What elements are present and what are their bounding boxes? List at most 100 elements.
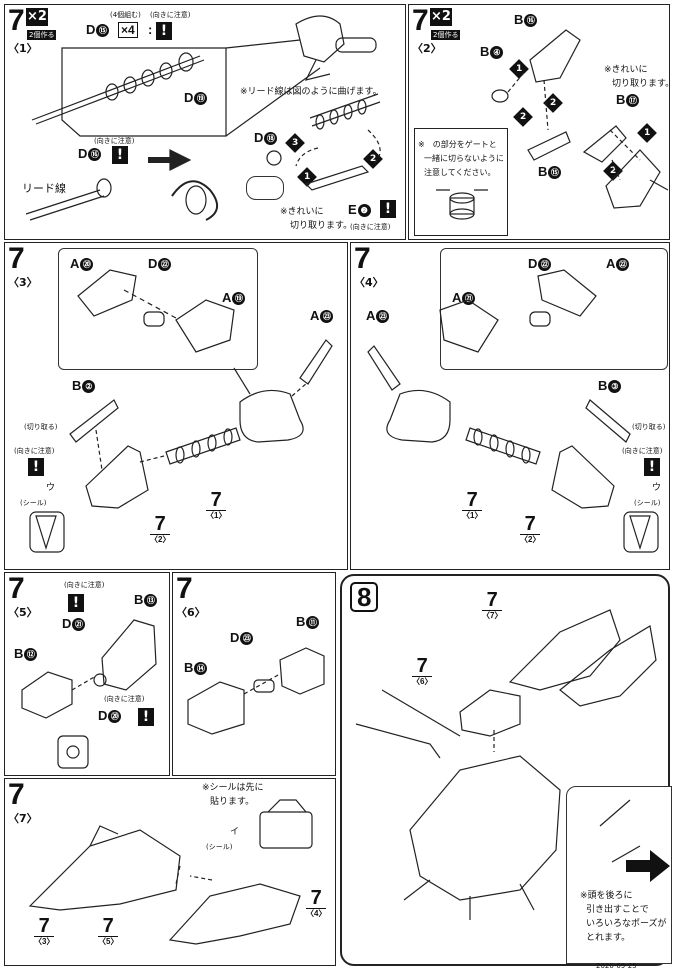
- part-a20: [77, 269, 137, 317]
- pose-note-3: いろいろなポーズが: [586, 919, 667, 929]
- wing-7-4: [551, 445, 615, 509]
- direction-label: (向きに注意): [14, 447, 55, 455]
- caution-icon-3: !: [380, 200, 396, 218]
- part-b11: [279, 647, 325, 695]
- ref-7-5: 7〈5〉: [98, 915, 119, 946]
- ref-7-3: 7〈3〉: [34, 915, 55, 946]
- arrow-right-icon: [626, 850, 670, 882]
- part-b15: [527, 131, 571, 161]
- direction-label: (向きに注意): [64, 581, 105, 589]
- part-a23b: [367, 345, 401, 391]
- ref-7-1: 7〈1〉: [462, 489, 483, 520]
- ref-7-2: 7〈2〉: [520, 513, 541, 544]
- part-b17: [582, 125, 627, 163]
- ruby-direction-2: (向きに注意): [94, 137, 135, 145]
- footer-code: 2020-09-25: [596, 962, 637, 970]
- pose-note-1: ※頭を後ろに: [580, 891, 633, 901]
- lead-wire-label: リード線: [22, 182, 66, 195]
- booster-assembled-left: [28, 829, 181, 911]
- note-cut-1: ※きれいに: [604, 65, 648, 75]
- ruby-count: (4個組む): [110, 11, 141, 19]
- rod-part: [31, 55, 201, 121]
- note-gate-3: 注意してください。: [424, 168, 496, 177]
- step-7-1-number: 7: [8, 4, 25, 37]
- cut-label: (切り取る): [632, 423, 666, 431]
- note-cut-2: 切り取ります。: [612, 79, 674, 89]
- part-a22: [537, 269, 597, 317]
- step-7-5-number: 7: [8, 572, 25, 605]
- part-b14: [187, 681, 245, 735]
- booster-assembled-right: [168, 883, 301, 945]
- step-8-number: 8: [350, 582, 379, 612]
- wing-left: [355, 723, 441, 759]
- caution-icon: !: [68, 594, 84, 612]
- note-gate-2: 一緒に切らないように: [424, 154, 504, 163]
- ref-7-4: 7〈4〉: [306, 887, 327, 918]
- caution-icon: !: [156, 22, 172, 40]
- step-7-7-number: 7: [8, 778, 25, 811]
- part-a19: [175, 299, 235, 353]
- seal-label: (シール): [20, 499, 47, 507]
- part-b13: [101, 619, 157, 691]
- cylinder-7-4: [465, 427, 541, 465]
- label-times4: ×4: [118, 22, 138, 38]
- step-7-1-make2: 2個作る: [27, 30, 57, 40]
- step-7-3-sub: 〈3〉: [8, 276, 38, 289]
- seal-note-2: 貼ります。: [210, 797, 255, 807]
- step-7-2-sub: 〈2〉: [412, 42, 442, 55]
- caution-icon: !: [644, 458, 660, 476]
- main-body: [409, 755, 561, 901]
- step-7-6-number: 7: [176, 572, 193, 605]
- direction-label-2: (向きに注意): [104, 695, 145, 703]
- caution-icon-2: !: [112, 146, 128, 164]
- step-7-7-sub: 〈7〉: [8, 812, 38, 825]
- step-7-5-panel: [4, 572, 170, 776]
- assembly-upper-right: [559, 625, 657, 707]
- ruby-direction: (向きに注意): [150, 11, 191, 19]
- lead-wire: [25, 189, 105, 221]
- caution-icon: !: [28, 458, 44, 476]
- inset-gate-note: [414, 128, 508, 236]
- seal-note-1: ※シールは先に: [202, 783, 264, 793]
- wing-7-3: [85, 445, 149, 509]
- label-colon: :: [148, 22, 153, 37]
- note-cut-1: ※きれいに: [280, 207, 324, 217]
- body-7-4: [386, 389, 451, 443]
- seal-inset: [198, 780, 332, 854]
- step-7-2-make2: 2個作る: [431, 30, 461, 40]
- step-7-3-number: 7: [8, 242, 25, 275]
- seal-u: ウ: [46, 483, 56, 493]
- seal-label: (シール): [206, 843, 233, 851]
- booster-part: [295, 15, 345, 63]
- step-7-2-number: 7: [412, 4, 429, 37]
- cut-label: (切り取る): [24, 423, 58, 431]
- part-b2: [69, 399, 119, 443]
- ref-7-6: 7〈6〉: [412, 655, 433, 686]
- inset-gate: [246, 176, 284, 200]
- ref-7-1: 7〈1〉: [206, 489, 227, 520]
- seal-u: ウ: [652, 483, 662, 493]
- note-gate-1: ※ の部分をゲートと: [418, 140, 497, 149]
- step-7-5-sub: 〈5〉: [8, 606, 38, 619]
